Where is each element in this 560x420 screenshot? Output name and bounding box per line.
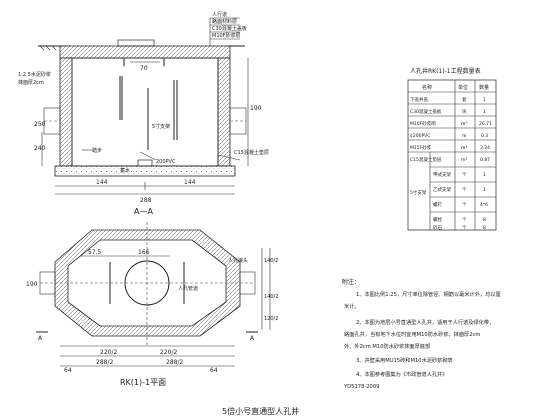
bedding-layer <box>54 165 236 177</box>
drawing-caption: 5倍小号直通型人孔井 <box>222 406 299 416</box>
dim-label: 288 <box>140 197 152 204</box>
section-title: A—A <box>134 207 153 216</box>
table-cell: 8 <box>483 217 486 223</box>
dim-label: 57.5 <box>88 249 102 256</box>
table-cell: 0.87 <box>480 157 490 163</box>
dim-label: 64 <box>64 367 72 374</box>
layer-label: 路面材料层 <box>212 18 237 25</box>
table-header: 名称 <box>422 84 432 91</box>
table-cell: 4*6 <box>480 202 488 208</box>
table-header: 数量 <box>479 84 489 91</box>
note-line: 2、本图为地层小号直通型人孔井，适用于人行道及绿化带， <box>356 318 494 326</box>
table-cell: 下盖井盖 <box>410 96 428 103</box>
dim-label: 220/2 <box>160 349 177 356</box>
inner-note: 蓄水 <box>120 167 130 174</box>
plan-pipe-right <box>239 271 256 295</box>
table-cell: 套 <box>462 96 467 103</box>
table-cell: m³ <box>461 157 467 163</box>
dim-label: 250 <box>34 121 46 128</box>
plan-note: 人孔接头 <box>228 257 248 264</box>
dim-label: 220/2 <box>100 349 117 356</box>
note-line: 3、井壁采用MU15砖和M10水泥砂浆砌筑 <box>356 356 454 364</box>
dim-label: 140/2 <box>264 258 278 264</box>
plan-note: 人孔管道 <box>178 285 198 292</box>
table-cell: 乙式支架 <box>433 186 451 193</box>
layer-label: M10F砂浆层 <box>212 32 241 39</box>
table-cell: m <box>462 134 466 139</box>
plan-title: RK(1)-1平面 <box>120 378 166 387</box>
table-cell: 1 <box>483 172 486 178</box>
note-line: 米计。 <box>344 302 360 310</box>
dim-label: 64 <box>210 367 218 374</box>
table-cell: 1 <box>483 97 486 103</box>
dim-label: 70 <box>140 65 148 72</box>
table-cell: 个 <box>462 172 467 178</box>
dim-label: 190 <box>26 281 38 288</box>
left-note: 1:2.5水泥砂浆 <box>18 71 51 78</box>
inner-note: 踏步 <box>92 147 102 154</box>
note-line: YD5178-2009 <box>343 384 379 390</box>
dim-label: 140/2 <box>264 294 278 300</box>
table-header: 单位 <box>458 84 468 91</box>
table-cell: 1 <box>483 109 486 115</box>
table-cell: 块 <box>462 108 467 115</box>
table-group: 5寸支架 <box>410 189 427 196</box>
note-line: 路面孔井，当有地下水位时宜用M10防水砂浆，抹面厚2cm <box>344 330 480 338</box>
dim-label: 144 <box>96 179 108 186</box>
table-cell: 个 <box>462 187 467 193</box>
dim-label: 120/2 <box>264 316 278 322</box>
quantity-table-grid <box>407 79 497 231</box>
dim-label: 144 <box>184 179 196 186</box>
cover-slab <box>59 45 231 59</box>
table-cell: 3.24 <box>480 145 490 151</box>
dim-label: 190 <box>250 105 262 112</box>
right-note: C15混凝土垫层 <box>234 149 269 156</box>
inner-note: 5寸支架 <box>152 123 170 130</box>
dim-label: 166 <box>138 249 150 256</box>
notes-heading: 附注： <box>342 278 360 286</box>
table-title: 人孔井RK(1)-1工程数量表 <box>410 67 481 75</box>
note-line: 外、外2cm M10防水砂浆抹面厚底部 <box>344 342 430 350</box>
table-cell: C30混凝土盖板 <box>410 108 442 115</box>
right-wall <box>217 57 231 167</box>
table-cell: M15F砂浆 <box>410 144 432 151</box>
layer-label: C30混凝土盖板 <box>212 25 247 32</box>
table-cell: m³ <box>461 145 467 151</box>
table-cell: 砂石 <box>433 224 442 231</box>
table-cell: 个 <box>462 225 467 231</box>
section-mark: A <box>250 335 255 342</box>
sump <box>137 159 153 167</box>
section-mark: A <box>38 335 43 342</box>
table-cell: 个 <box>462 202 467 208</box>
layer-label: 人行道 <box>212 11 227 18</box>
left-note: 抹面厚2cm <box>18 79 44 86</box>
table-cell: M10F砂浆砌 <box>410 120 436 127</box>
table-cell: 0.3 <box>481 133 488 139</box>
table-cell: 个 <box>462 217 467 223</box>
table-cell: ¢200PVC <box>410 133 430 139</box>
inner-note: 200PVC <box>156 159 176 165</box>
left-wall <box>59 57 73 167</box>
table-cell: 1 <box>483 187 486 193</box>
dim-label: 288/2 <box>166 359 183 366</box>
table-cell: 螺钉 <box>433 201 442 208</box>
plan-view <box>36 222 271 367</box>
manhole-frame <box>117 39 155 47</box>
table-cell: m² <box>461 122 467 127</box>
table-cell: C15混凝土垫层 <box>410 156 442 163</box>
dim-label: 288/2 <box>96 359 113 366</box>
section-view <box>38 17 249 195</box>
table-cell: 甲式支架 <box>433 171 451 178</box>
note-line: 4、本图参考图集为《市政管道人孔井》 <box>356 370 448 378</box>
table-cell: 26.71 <box>479 121 492 127</box>
plan-pipe-left <box>39 271 56 295</box>
table-cell: 螺栓 <box>433 216 442 223</box>
table-cell: 8 <box>483 225 486 231</box>
note-line: 1、本图比例1:25，尺寸单位除管径、钢筋以毫米计外，均以厘 <box>356 290 501 298</box>
dim-label: 240 <box>34 145 46 152</box>
